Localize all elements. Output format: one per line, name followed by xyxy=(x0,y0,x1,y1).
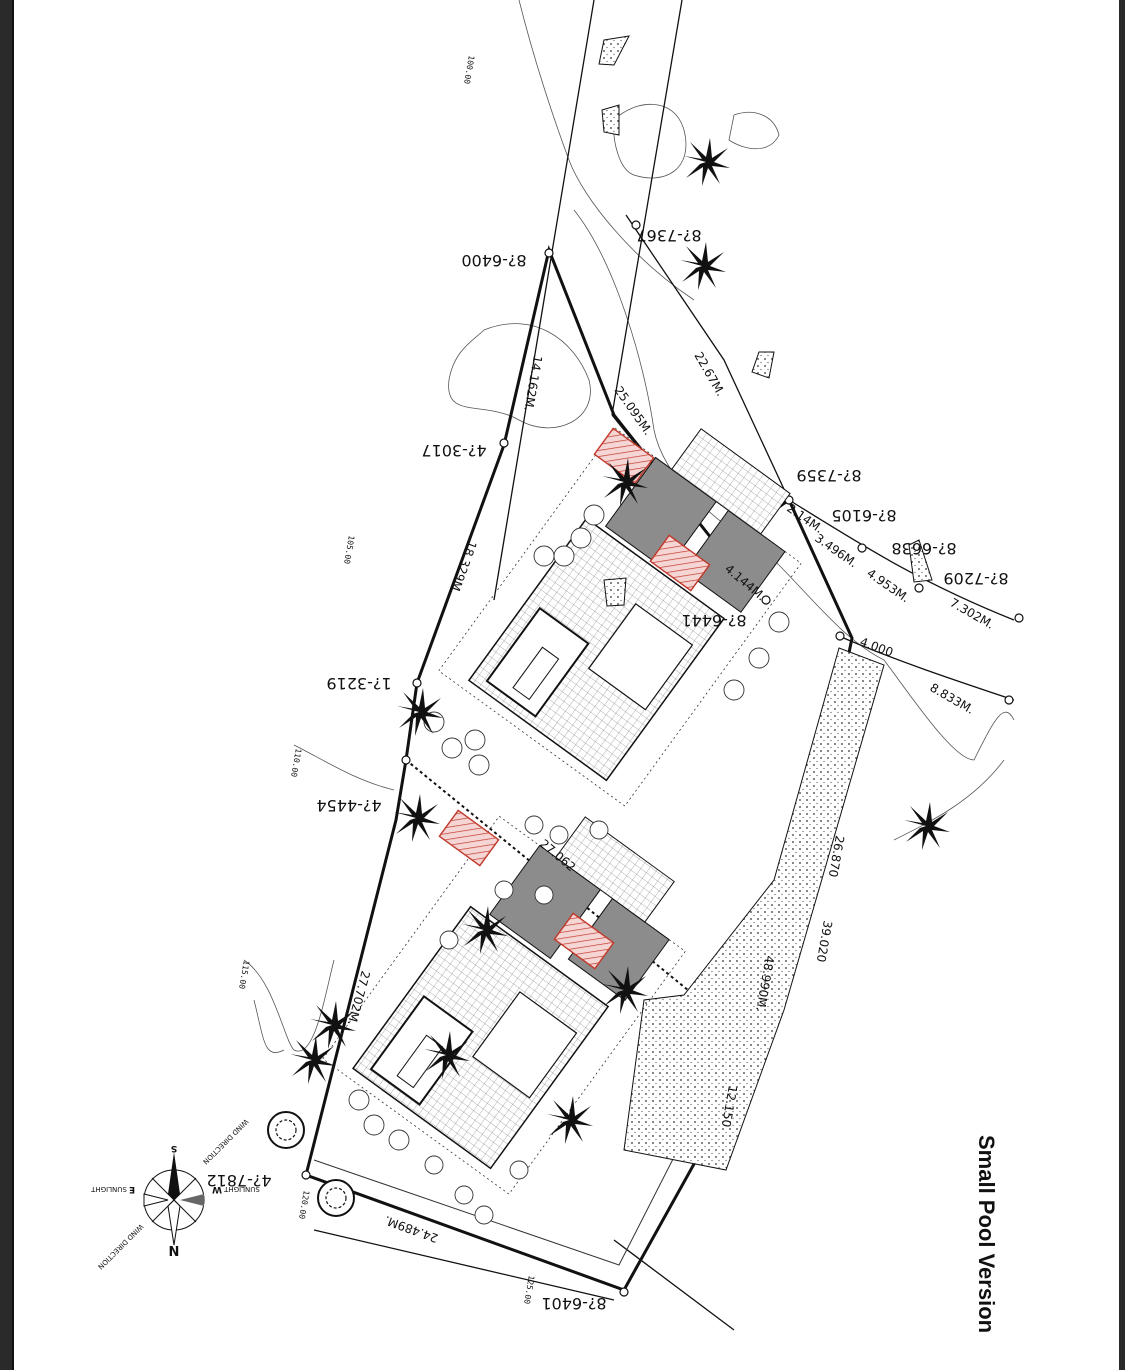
boundary-dim: 24.489M. xyxy=(382,1213,440,1245)
boundary-dim: 7.302M. xyxy=(948,595,997,631)
boundary-dim: 14.162M. xyxy=(521,354,545,412)
plot-label: 8?-7209 xyxy=(943,569,1008,588)
boundary-dim: 22.67M. xyxy=(691,350,727,399)
red-hatched-areas xyxy=(438,427,711,970)
compass-sunlight-label: SUNLIGHT xyxy=(90,1185,126,1193)
round-trees xyxy=(267,1111,355,1217)
spot-level: 100.00 xyxy=(462,55,476,85)
boundary-dim: 18.329M. xyxy=(447,539,479,597)
compass-south: S xyxy=(171,1143,177,1153)
spot-level: 115.00 xyxy=(237,960,251,990)
spot-level: 110.00 xyxy=(289,748,303,778)
annotation-layer: 8?-6400 4?-3017 1?-3219 4?-4454 4?-7812 … xyxy=(90,55,1008,1313)
plot-label: 4?-4454 xyxy=(316,796,381,815)
spot-level: 125.00 xyxy=(522,1275,536,1305)
spot-level: 105.00 xyxy=(342,535,356,565)
lot-division-line xyxy=(405,759,695,996)
compass-wind-label: WIND DIRECTION xyxy=(96,1222,144,1270)
spot-level: 120.00 xyxy=(297,1190,311,1220)
title-block: Small Pool Version xyxy=(974,1135,999,1333)
boundary-dim: 25.095M. xyxy=(612,384,656,438)
drawing-title: Small Pool Version xyxy=(974,1135,999,1333)
rocks xyxy=(598,35,933,607)
boundary-dim: 3.496M. xyxy=(812,531,860,570)
site-dim: 4.000 xyxy=(858,635,895,660)
site-dim: 12.150 xyxy=(719,1084,740,1128)
plot-label: 4?-3017 xyxy=(421,441,486,460)
boundary-dim: 27.062 xyxy=(537,837,578,875)
boundary-dim: 4.953M. xyxy=(864,566,912,605)
driveway xyxy=(623,647,885,1171)
compass-east: E xyxy=(129,1184,135,1194)
palm-trees xyxy=(290,138,950,1144)
plot-label: 8?-6638 xyxy=(891,539,956,558)
plot-label: 1?-3219 xyxy=(326,674,391,693)
contour-lines xyxy=(243,0,1015,1053)
drawing-sheet: 8?-6400 4?-3017 1?-3219 4?-4454 4?-7812 … xyxy=(12,0,1119,1370)
plot-label: 8?-7367 xyxy=(636,226,701,245)
plot-label: 8?-6401 xyxy=(541,1294,606,1313)
compass-west: W xyxy=(212,1184,222,1194)
site-dim: 39.020 xyxy=(814,919,835,963)
compass-wind-label: WIND DIRECTION xyxy=(201,1117,249,1165)
boundary-dim: 8.833M. xyxy=(928,680,977,716)
plot-label: 8?-6441 xyxy=(681,611,746,630)
plot-label: 8?-6400 xyxy=(461,251,526,270)
plot-label: 4?-7812 xyxy=(206,1171,271,1190)
plot-label: 8?-7359 xyxy=(796,466,861,485)
compass-sunlight-label: SUNLIGHT xyxy=(223,1185,259,1193)
site-dim: 26.870 xyxy=(826,834,847,878)
plot-label: 8?-6105 xyxy=(831,506,896,525)
compass-rose xyxy=(143,1152,205,1246)
boundary-dim: 4.144M. xyxy=(722,562,768,604)
shrubs xyxy=(348,504,790,1225)
house-upper xyxy=(438,427,802,807)
boundary-dim: 27.702M. xyxy=(345,969,373,1027)
compass-north: N xyxy=(169,1245,180,1260)
boundary-dim: 48.990M. xyxy=(753,954,777,1012)
site-plan xyxy=(143,0,1024,1331)
